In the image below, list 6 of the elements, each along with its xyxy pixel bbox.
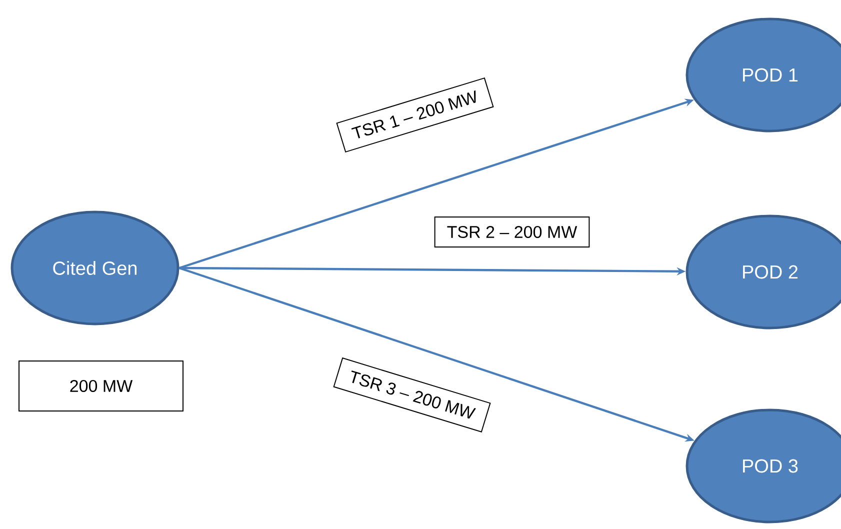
ellipse-node: POD 3 (686, 408, 841, 524)
ellipse-node: POD 1 (686, 18, 841, 132)
edge-label: TSR 2 – 200 MW (434, 216, 590, 248)
ellipse-node: Cited Gen (10, 210, 180, 326)
text-box: 200 MW (18, 360, 184, 412)
ellipse-node: POD 2 (686, 214, 841, 330)
